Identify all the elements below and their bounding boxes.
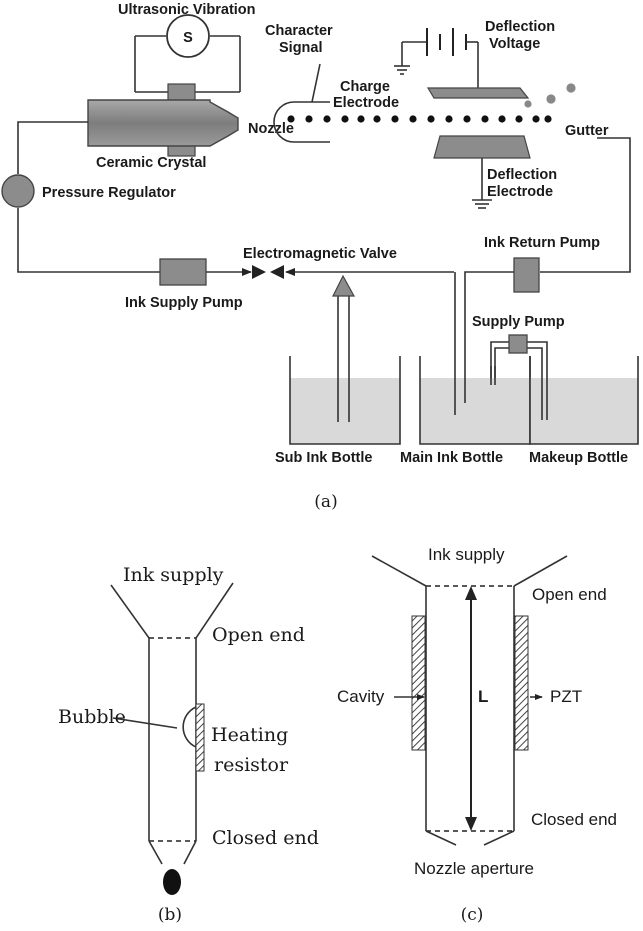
ink-return-pump bbox=[513, 257, 540, 293]
label-c-nozzle-aperture: Nozzle aperture bbox=[414, 859, 534, 878]
label-pressure-regulator: Pressure Regulator bbox=[42, 185, 176, 201]
lower-deflection-plate bbox=[433, 135, 531, 159]
heating-resistor bbox=[195, 703, 205, 772]
charge-electrode bbox=[273, 63, 330, 143]
label-gutter: Gutter bbox=[565, 123, 609, 139]
label-c-pzt: PZT bbox=[550, 687, 582, 706]
label-electromagnetic-valve: Electromagnetic Valve bbox=[243, 246, 397, 262]
left-pzt-element bbox=[411, 615, 426, 751]
right-pzt-element bbox=[514, 615, 529, 751]
panel-a-continuous-inkjet: S Ultrasonic Vibration Nozzle Ceramic Cr… bbox=[1, 2, 639, 512]
label-deflection-2: Deflection bbox=[487, 167, 557, 183]
makeup-bottle bbox=[529, 356, 639, 445]
label-b-resistor: resistor bbox=[214, 754, 289, 776]
label-deflection-electrode: Electrode bbox=[487, 184, 553, 200]
caption-a: (a) bbox=[314, 492, 337, 512]
label-c-cavity: Cavity bbox=[337, 687, 385, 706]
label-nozzle: Nozzle bbox=[248, 121, 294, 137]
label-charge-electrode: Electrode bbox=[333, 95, 399, 111]
nozzle-assembly bbox=[68, 83, 239, 157]
ground-symbol bbox=[472, 158, 492, 209]
upper-deflection-plate bbox=[426, 87, 530, 99]
label-character: Character bbox=[265, 23, 333, 39]
ink-circuit bbox=[1, 121, 631, 422]
droplet-stream bbox=[287, 83, 576, 123]
label-ink-supply-pump: Ink Supply Pump bbox=[125, 295, 243, 311]
label-b-heating: Heating bbox=[211, 724, 288, 746]
label-ink-return-pump: Ink Return Pump bbox=[484, 235, 600, 251]
label-b-closed-end: Closed end bbox=[212, 827, 319, 849]
panel-b-thermal-inkjet: Ink supply Open end Bubble Heating resis… bbox=[58, 564, 319, 925]
label-b-ink-supply: Ink supply bbox=[123, 564, 224, 586]
label-makeup-bottle: Makeup Bottle bbox=[529, 450, 628, 466]
label-main-ink-bottle: Main Ink Bottle bbox=[400, 450, 503, 466]
label-ultrasonic-vibration: Ultrasonic Vibration bbox=[118, 2, 256, 18]
label-c-open-end: Open end bbox=[532, 585, 607, 604]
ultrasonic-oscillator: S bbox=[134, 14, 241, 93]
label-b-open-end: Open end bbox=[212, 624, 305, 646]
oscillator-symbol: S bbox=[183, 30, 193, 46]
label-c-length: L bbox=[478, 687, 488, 706]
label-b-bubble: Bubble bbox=[58, 706, 126, 728]
caption-b: (b) bbox=[158, 905, 182, 925]
panel-c-piezo-inkjet: Ink supply Open end Cavity PZT L Closed … bbox=[337, 545, 617, 925]
supply-pump bbox=[508, 334, 528, 354]
deflection-voltage-source bbox=[394, 28, 479, 88]
pressure-regulator-gauge bbox=[1, 174, 35, 208]
label-supply-pump: Supply Pump bbox=[472, 314, 565, 330]
sub-ink-bottle bbox=[289, 356, 401, 445]
label-charge: Charge bbox=[340, 79, 390, 95]
label-voltage: Voltage bbox=[489, 36, 540, 52]
label-sub-ink-bottle: Sub Ink Bottle bbox=[275, 450, 372, 466]
bubble bbox=[182, 706, 197, 748]
main-ink-bottle bbox=[419, 356, 531, 445]
label-deflection: Deflection bbox=[485, 19, 555, 35]
caption-c: (c) bbox=[461, 905, 484, 925]
label-c-closed-end: Closed end bbox=[531, 810, 617, 829]
label-ceramic-crystal: Ceramic Crystal bbox=[96, 155, 206, 171]
label-c-ink-supply: Ink supply bbox=[428, 545, 505, 564]
ink-supply-pump bbox=[159, 258, 207, 286]
ejected-droplet bbox=[163, 869, 181, 895]
label-signal: Signal bbox=[279, 40, 323, 56]
